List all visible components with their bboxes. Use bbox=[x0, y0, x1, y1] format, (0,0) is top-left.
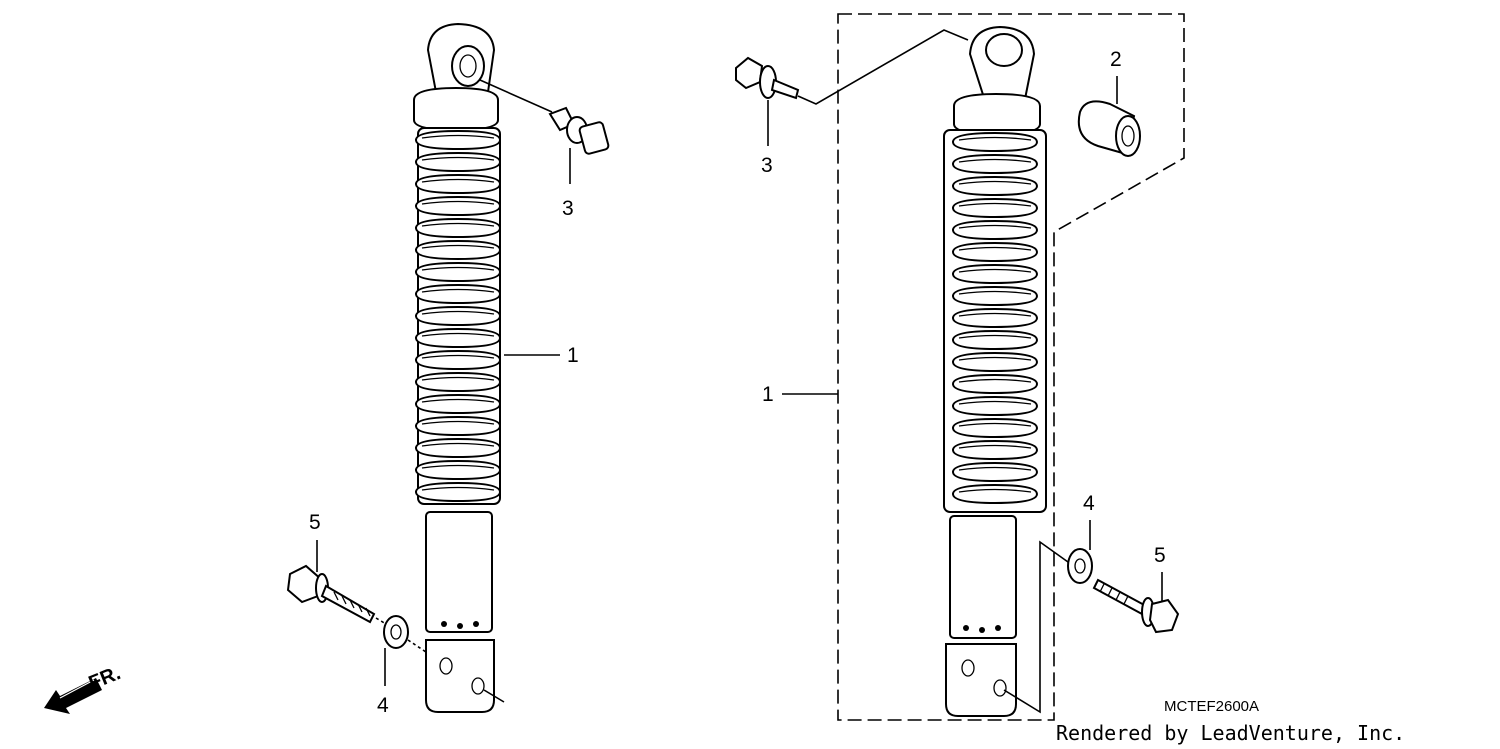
right-lower-bolt[interactable]: 5 bbox=[1092, 544, 1180, 634]
left-upper-bolt[interactable] bbox=[479, 79, 610, 184]
callout-right-4: 4 bbox=[1083, 492, 1095, 515]
front-direction-arrow-icon: FR. bbox=[44, 662, 124, 714]
bushing[interactable]: 2 bbox=[1077, 48, 1141, 157]
left-lower-bolt[interactable]: 5 bbox=[286, 511, 387, 625]
right-shock-absorber[interactable] bbox=[943, 25, 1047, 717]
callout-left-1: 1 bbox=[567, 344, 579, 367]
callout-right-3: 3 bbox=[761, 154, 773, 177]
right-upper-bolt[interactable] bbox=[735, 29, 969, 146]
render-credit: Rendered by LeadVenture, Inc. bbox=[1056, 721, 1405, 745]
callout-right-5: 5 bbox=[1154, 544, 1166, 567]
right-washer[interactable]: 4 bbox=[1003, 492, 1095, 714]
callout-right-1: 1 bbox=[762, 383, 774, 406]
callout-right-2: 2 bbox=[1110, 48, 1122, 71]
direction-label: FR. bbox=[86, 662, 124, 694]
left-shock-absorber[interactable] bbox=[413, 22, 501, 713]
callout-left-5: 5 bbox=[309, 511, 321, 534]
callout-left-3: 3 bbox=[562, 197, 574, 220]
left-washer[interactable] bbox=[383, 615, 505, 703]
callout-left-4: 4 bbox=[377, 694, 389, 717]
assembly-outline bbox=[837, 13, 1185, 721]
drawing-code: MCTEF2600A bbox=[1164, 698, 1259, 715]
